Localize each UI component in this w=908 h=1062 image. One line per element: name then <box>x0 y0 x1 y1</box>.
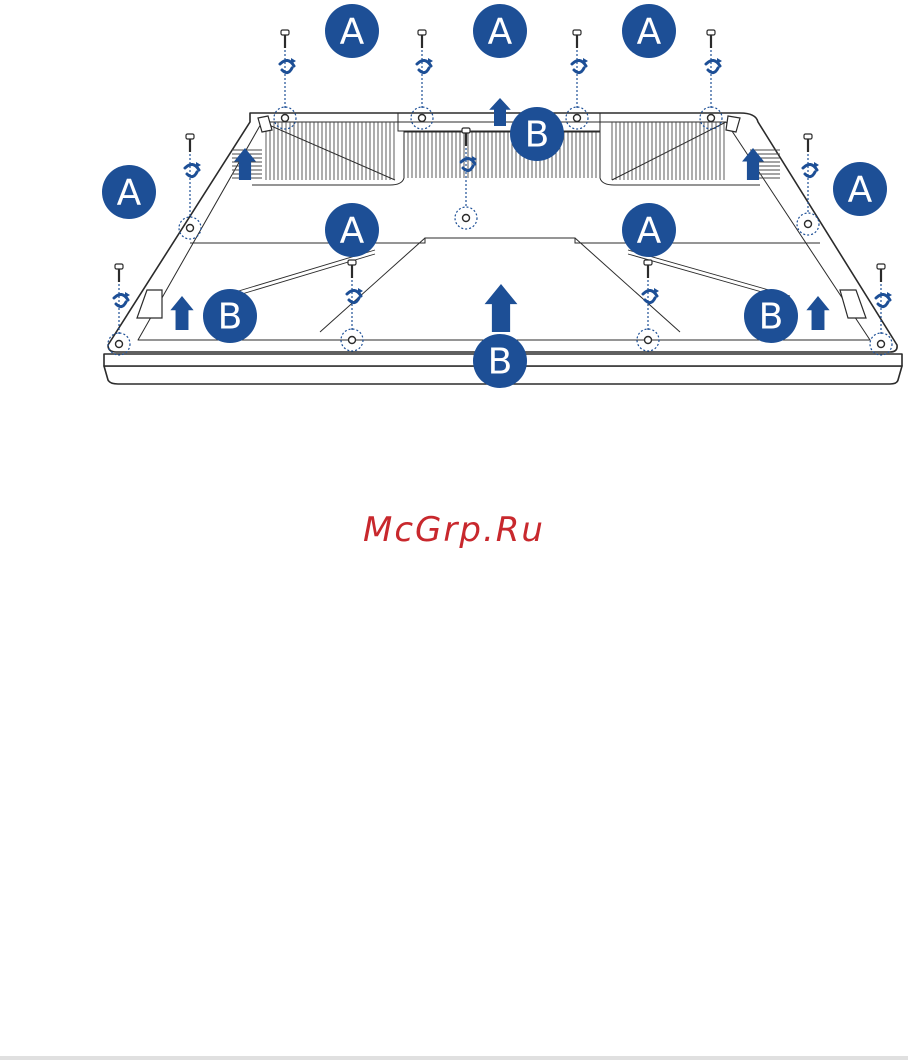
footer-rule <box>0 1056 908 1060</box>
badge-a-left-label: A <box>117 173 142 214</box>
badge-a-left: A <box>102 165 156 219</box>
badge-b-right: B <box>744 289 798 343</box>
badge-a-mid-right: A <box>622 203 676 257</box>
badge-b-bottom-label: B <box>488 342 513 383</box>
badge-a-mid-left-label: A <box>340 211 365 252</box>
badge-a-top-1-label: A <box>340 12 365 53</box>
badge-a-top-3: A <box>622 4 676 58</box>
badge-a-top-2: A <box>473 4 527 58</box>
badge-b-right-label: B <box>759 297 784 338</box>
badge-a-top-1: A <box>325 4 379 58</box>
badge-a-right-label: A <box>848 170 873 211</box>
watermark: McGrp.Ru <box>0 510 908 550</box>
badge-b-top: B <box>510 107 564 161</box>
badge-b-top-label: B <box>525 115 550 156</box>
badge-b-left: B <box>203 289 257 343</box>
badge-a-mid-left: A <box>325 203 379 257</box>
badge-b-left-label: B <box>218 297 243 338</box>
badge-a-right: A <box>833 162 887 216</box>
badge-a-top-2-label: A <box>488 12 513 53</box>
badge-a-mid-right-label: A <box>637 211 662 252</box>
badge-b-bottom: B <box>473 334 527 388</box>
laptop-bottom-cover-diagram: A A A A A A A B B B B <box>0 0 908 400</box>
badge-a-top-3-label: A <box>637 12 662 53</box>
